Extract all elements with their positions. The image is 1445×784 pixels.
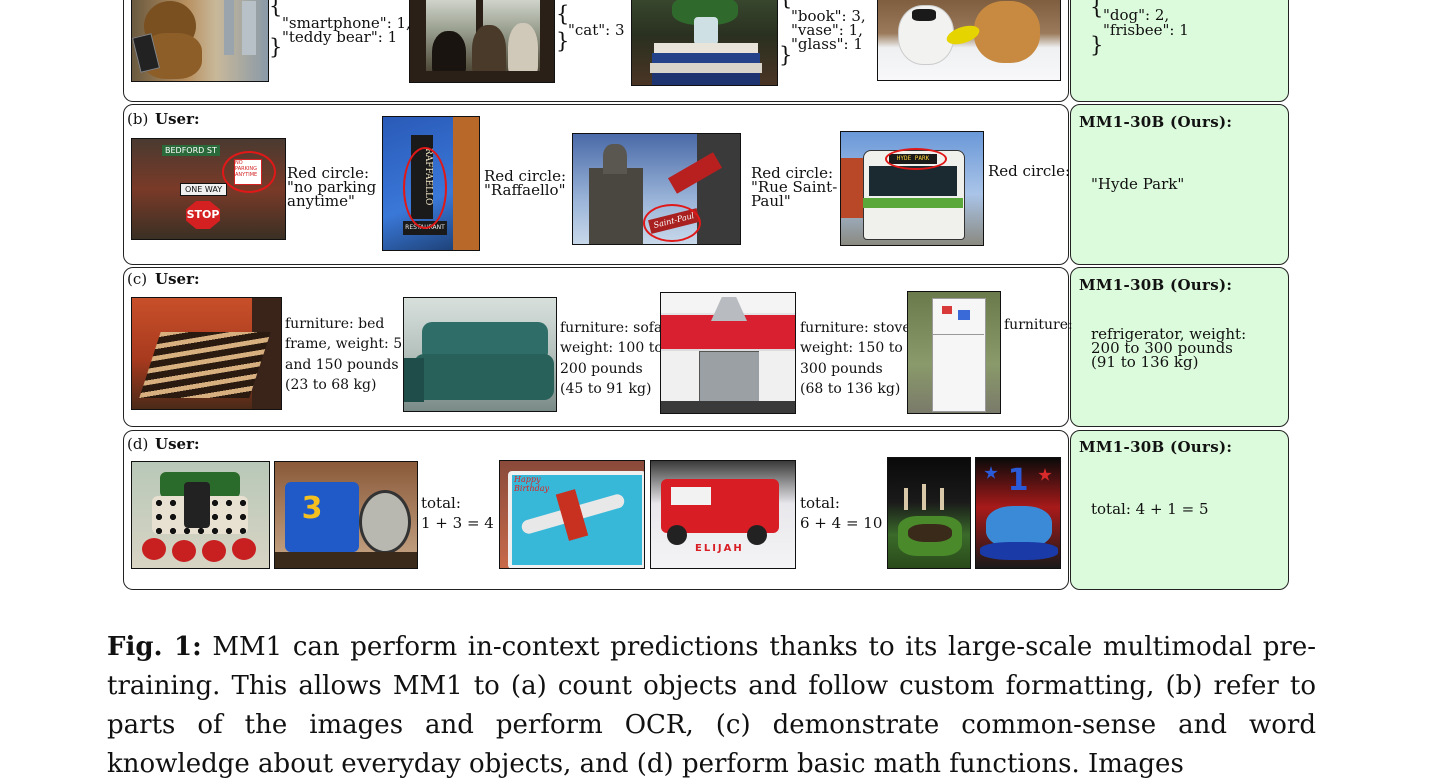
red-circle-marker bbox=[403, 147, 447, 229]
row-d-prompt-1-line-1: total: bbox=[421, 494, 461, 512]
row-a-response-brace-close: } bbox=[1090, 33, 1104, 57]
red-circle-marker bbox=[643, 204, 701, 242]
row-a-response-brace-open: { bbox=[1090, 0, 1104, 19]
row-a-output-3-line-2: "vase": 1, bbox=[791, 21, 863, 39]
image-dogs-frisbee bbox=[877, 0, 1061, 81]
row-c-prefix: (c) bbox=[127, 270, 148, 288]
row-a-brace-open-2: { bbox=[556, 2, 570, 26]
row-c-prompt-1-line-1: furniture: bed bbox=[285, 316, 385, 332]
row-a-response-line-1: "dog": 2, bbox=[1103, 6, 1170, 24]
image-refrigerator bbox=[907, 291, 1001, 414]
row-a-response-line-2: "frisbee": 1 bbox=[1103, 21, 1189, 39]
row-d-prefix: (d) bbox=[127, 435, 149, 453]
row-c-response-line-1: refrigerator, weight: bbox=[1091, 325, 1247, 343]
row-a-brace-open-1: { bbox=[269, 0, 283, 18]
row-c-prompt-3-line-1: furniture: stove, bbox=[800, 320, 916, 336]
row-a-output-1-line-1: "smartphone": 1, bbox=[282, 14, 411, 32]
row-a-output-1-line-2: "teddy bear": 1 bbox=[282, 28, 398, 46]
image-airplane-cake: Happy Birthday bbox=[499, 460, 645, 569]
caption-text: MM1 can perform in-context predictions t… bbox=[107, 632, 1317, 779]
caption-label: Fig. 1: bbox=[107, 632, 202, 662]
image-dinosaur-cake bbox=[887, 457, 971, 569]
oneway-sign-text: ONE WAY bbox=[180, 183, 228, 196]
row-b-prompt-2-line-2: "Raffaello" bbox=[484, 181, 566, 199]
stop-sign-text: STOP bbox=[186, 201, 220, 229]
image-number-one-cake: 1 bbox=[975, 457, 1061, 569]
row-d-model-label: MM1-30B (Ours): bbox=[1079, 438, 1233, 456]
row-b-response: "Hyde Park" bbox=[1091, 175, 1185, 193]
street-sign-text: BEDFORD ST bbox=[162, 145, 220, 156]
figure-caption: Fig. 1: MM1 can perform in-context predi… bbox=[107, 628, 1316, 784]
row-c-prompt-2-line-4: (45 to 91 kg) bbox=[560, 381, 652, 397]
row-c-user-label: User: bbox=[155, 270, 200, 288]
image-saint-paul-sign: Saint-Paul bbox=[572, 133, 741, 245]
image-books-vase bbox=[631, 0, 778, 86]
row-c-prompt-3-line-4: (68 to 136 kg) bbox=[800, 381, 901, 397]
row-c-prompt-1-line-4: (23 to 68 kg) bbox=[285, 377, 377, 393]
row-b-prompt-3-line-2: "Rue Saint- bbox=[751, 178, 838, 196]
row-b-model-label: MM1-30B (Ours): bbox=[1079, 113, 1233, 131]
row-a-brace-close-3: } bbox=[779, 43, 793, 67]
row-c-prompt-2-line-1: furniture: sofa, bbox=[560, 320, 667, 336]
image-ladybug-cake bbox=[131, 461, 270, 569]
row-b-prompt-1-line-1: Red circle: bbox=[287, 164, 370, 182]
birthday-cake-text: Happy Birthday bbox=[514, 475, 550, 493]
row-a-brace-open-3: { bbox=[779, 0, 792, 9]
row-b-prompt-1-line-2: "no parking bbox=[287, 178, 377, 196]
row-a-response-panel bbox=[1070, 0, 1289, 102]
train-number-text: 3 bbox=[299, 492, 325, 526]
row-b-prompt-1-line-3: anytime" bbox=[287, 192, 355, 210]
row-a-brace-close-1: } bbox=[269, 35, 283, 59]
image-sofa bbox=[403, 297, 557, 412]
row-a-output-3-line-3: "glass": 1 bbox=[791, 35, 863, 53]
row-d-user-label: User: bbox=[155, 435, 200, 453]
row-d-response: total: 4 + 1 = 5 bbox=[1091, 500, 1209, 518]
row-c-prompt-2-line-2: weight: 100 to bbox=[560, 340, 663, 356]
row-c-prompt-1-line-2: frame, weight: 50 bbox=[285, 336, 412, 352]
row-d-prompt-2-line-2: 6 + 4 = 10 bbox=[800, 514, 883, 532]
row-c-prompt-4-line-1: furniture: bbox=[1004, 317, 1073, 333]
row-c-prompt-2-line-3: 200 pounds bbox=[560, 361, 643, 377]
row-b-prefix: (b) bbox=[127, 110, 149, 128]
row-c-response-line-2: 200 to 300 pounds bbox=[1091, 339, 1233, 357]
image-stove-kitchen bbox=[660, 292, 796, 414]
one-cake-text: 1 bbox=[1007, 463, 1029, 498]
red-circle-marker bbox=[222, 151, 276, 193]
image-hyde-park-bus: HYDE PARK bbox=[840, 131, 984, 246]
image-bed-frame bbox=[131, 297, 282, 410]
row-c-model-label: MM1-30B (Ours): bbox=[1079, 276, 1233, 294]
row-b-prompt-2-line-1: Red circle: bbox=[484, 167, 567, 185]
image-cats-window bbox=[409, 0, 555, 83]
row-c-response-line-3: (91 to 136 kg) bbox=[1091, 353, 1199, 371]
image-teddy-bear bbox=[131, 0, 269, 82]
row-b-response-panel bbox=[1070, 104, 1289, 265]
red-circle-marker bbox=[885, 148, 947, 170]
image-raffaello-sign: RAFFAELLO RESTAURANT bbox=[382, 116, 480, 251]
row-c-prompt-1-line-3: and 150 pounds bbox=[285, 357, 399, 373]
row-a-output-3-line-1: "book": 3, bbox=[791, 7, 866, 25]
row-c-prompt-3-line-3: 300 pounds bbox=[800, 361, 883, 377]
row-b-prompt-3-line-1: Red circle: bbox=[751, 164, 834, 182]
image-train-cake: 3 bbox=[274, 461, 418, 569]
row-b-prompt-4-line-1: Red circle: bbox=[988, 162, 1071, 180]
image-firetruck-cake: ELIJAH bbox=[650, 460, 796, 569]
row-d-prompt-2-line-1: total: bbox=[800, 494, 840, 512]
row-c-response-panel bbox=[1070, 267, 1289, 427]
name-cake-text: ELIJAH bbox=[695, 543, 744, 554]
image-street-signs: BEDFORD ST ONE WAY STOP NO PARKING ANYTI… bbox=[131, 138, 286, 240]
row-d-response-panel bbox=[1070, 430, 1289, 590]
row-b-prompt-3-line-3: Paul" bbox=[751, 192, 791, 210]
row-c-prompt-3-line-2: weight: 150 to bbox=[800, 340, 903, 356]
row-b-user-label: User: bbox=[155, 110, 200, 128]
row-a-output-2-line-1: "cat": 3 bbox=[568, 21, 625, 39]
row-d-prompt-1-line-2: 1 + 3 = 4 bbox=[421, 514, 494, 532]
row-a-brace-close-2: } bbox=[556, 29, 570, 53]
